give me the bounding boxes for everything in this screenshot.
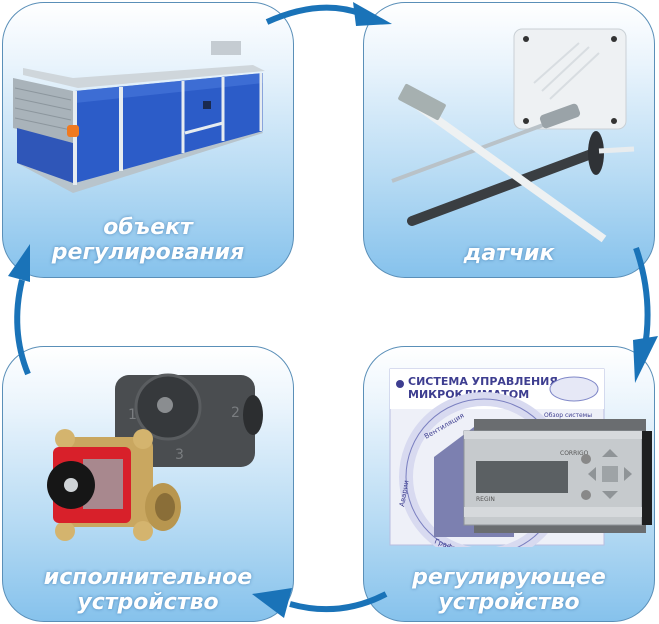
caption-line-2: устройство bbox=[438, 590, 580, 615]
arrow-actuator-to-object bbox=[8, 244, 31, 376]
svg-text:3: 3 bbox=[175, 447, 184, 463]
node-sensor: датчик bbox=[363, 2, 655, 278]
svg-text:Графики: Графики bbox=[433, 537, 466, 547]
node-actuator: 1 2 3 исполнительное устройство bbox=[2, 346, 294, 622]
arrow-controller-to-actuator bbox=[252, 588, 388, 618]
caption-line-1: регулирующее bbox=[412, 565, 606, 590]
arrow-sensor-to-controller bbox=[633, 247, 658, 383]
three-way-valve-icon: 1 2 3 bbox=[47, 373, 263, 541]
caption-line-2: устройство bbox=[77, 590, 219, 615]
caption-line-1: датчик bbox=[463, 241, 555, 266]
svg-text:Обзор системы: Обзор системы bbox=[544, 412, 592, 419]
node-controller: СИСТЕМА УПРАВЛЕНИЯ МИКРОКЛИМАТОМ Вентиля… bbox=[363, 346, 655, 622]
caption-line-1: объект bbox=[103, 215, 193, 240]
svg-text:СИСТЕМА УПРАВЛЕНИЯ: СИСТЕМА УПРАВЛЕНИЯ bbox=[408, 375, 558, 388]
node-object-of-regulation: объект регулирования bbox=[2, 2, 294, 278]
temperature-sensor-icon bbox=[391, 28, 635, 243]
svg-text:REGIN: REGIN bbox=[476, 496, 495, 503]
air-handling-unit-icon bbox=[13, 41, 265, 193]
svg-text:2: 2 bbox=[231, 405, 240, 421]
caption-line-1: исполнительное bbox=[43, 565, 253, 590]
svg-text:CORRIGO: CORRIGO bbox=[560, 450, 589, 457]
caption-line-2: регулирования bbox=[51, 240, 245, 265]
svg-text:1: 1 bbox=[128, 407, 137, 423]
controller-icon: СИСТЕМА УПРАВЛЕНИЯ МИКРОКЛИМАТОМ Вентиля… bbox=[389, 368, 652, 547]
arrow-object-to-sensor bbox=[265, 2, 392, 26]
